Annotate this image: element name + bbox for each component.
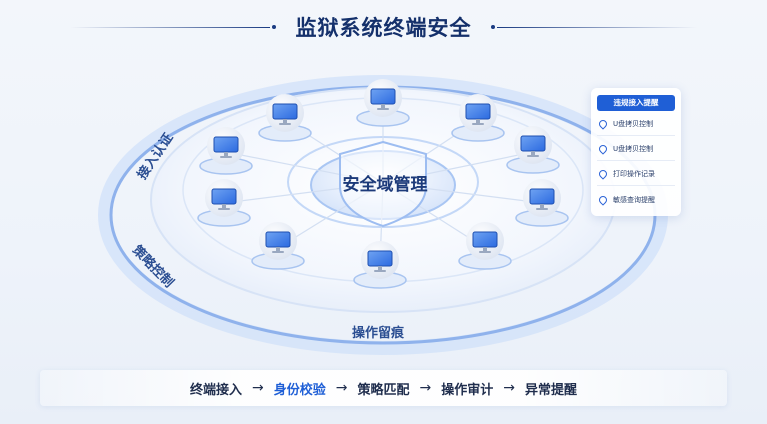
terminal-node [515, 179, 569, 227]
core-label: 安全域管理 [342, 175, 428, 195]
monitor-icon [272, 103, 298, 120]
terminal-node [506, 126, 560, 174]
monitor-icon [520, 135, 546, 152]
flow-step: 策略匹配 [357, 382, 410, 398]
flow-step: 终端接入 [189, 382, 242, 398]
alert-panel-item-label: 打印操作记录 [613, 170, 655, 178]
monitor-icon [472, 231, 498, 248]
terminal-node [458, 222, 512, 270]
terminal-node [353, 241, 407, 289]
alert-panel: 违规接入提醒 U盘拷贝控制 U盘拷贝控制 打印操作记录 敏感查询提醒 [591, 88, 681, 216]
monitor-icon [213, 136, 239, 153]
flow-step: 异常提醒 [524, 382, 577, 398]
alert-panel-item[interactable]: U盘拷贝控制 [597, 138, 675, 161]
flow-step: 身份校验 [273, 382, 326, 398]
page-title: 监狱系统终端安全 [295, 16, 472, 40]
flow-step: 操作审计 [441, 382, 494, 398]
arrow-right-icon: → [419, 380, 432, 396]
monitor-icon [211, 188, 237, 205]
monitor-icon [465, 103, 491, 120]
monitor-icon [367, 250, 393, 267]
process-flow: 终端接入 → 身份校验 → 策略匹配 → 操作审计 → 异常提醒 [40, 370, 727, 406]
monitor-icon [370, 88, 396, 105]
arrow-right-icon: → [335, 380, 348, 396]
ring-label-trace: 操作留痕 [352, 326, 405, 341]
alert-panel-item-label: U盘拷贝控制 [613, 120, 654, 128]
title-bar: 监狱系统终端安全 [0, 10, 767, 44]
terminal-node [197, 179, 251, 227]
location-pin-icon [597, 193, 609, 206]
alert-panel-header[interactable]: 违规接入提醒 [597, 95, 675, 111]
title-dot-right [491, 25, 495, 29]
location-pin-icon [597, 118, 609, 130]
terminal-node [251, 222, 305, 270]
alert-panel-item[interactable]: U盘拷贝控制 [597, 113, 675, 136]
monitor-icon [265, 231, 291, 248]
shield-icon [339, 140, 427, 228]
location-pin-icon [597, 143, 609, 155]
alert-panel-item[interactable]: 敏感查询提醒 [597, 188, 675, 211]
arrow-right-icon: → [503, 380, 515, 396]
monitor-icon [529, 188, 555, 205]
alert-panel-item[interactable]: 打印操作记录 [597, 163, 675, 186]
arrow-right-icon: → [252, 380, 264, 396]
terminal-node [356, 79, 410, 127]
alert-panel-item-label: U盘拷贝控制 [613, 145, 654, 153]
location-pin-icon [597, 168, 609, 180]
title-dot-left [272, 25, 276, 29]
title-divider-left [70, 27, 270, 28]
terminal-node [451, 94, 505, 142]
terminal-node [258, 94, 312, 142]
title-divider-right [497, 27, 697, 28]
alert-panel-item-label: 敏感查询提醒 [613, 195, 655, 204]
terminal-node [199, 127, 253, 175]
